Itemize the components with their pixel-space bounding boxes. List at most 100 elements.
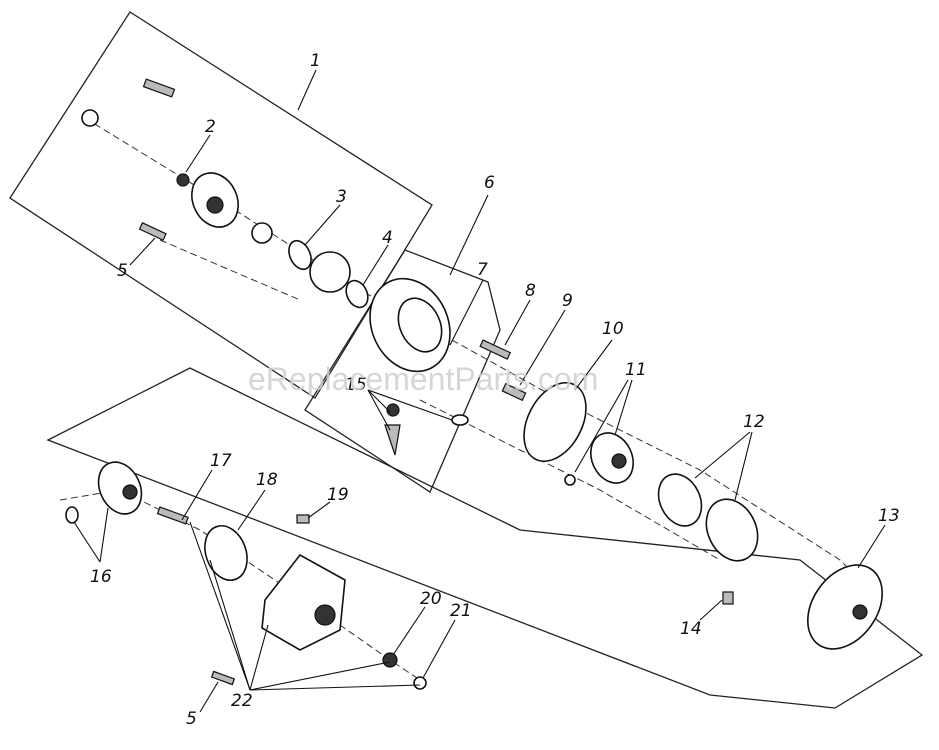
leader-11a bbox=[614, 379, 633, 436]
leader-15a bbox=[367, 389, 391, 413]
callout-19: 19 bbox=[327, 485, 349, 505]
leader-16a bbox=[73, 521, 101, 563]
leader-5b bbox=[199, 681, 219, 713]
leader-13 bbox=[857, 524, 886, 569]
callout-16: 16 bbox=[90, 567, 112, 587]
leader-2 bbox=[185, 134, 211, 173]
leader-15b bbox=[367, 389, 391, 431]
callout-21: 21 bbox=[450, 601, 472, 621]
ring-small-11 bbox=[564, 474, 576, 486]
leader-19 bbox=[307, 501, 331, 519]
group-outline-bottom bbox=[46, 367, 924, 709]
leader-22a bbox=[189, 521, 251, 691]
oring-part-3 bbox=[288, 239, 312, 271]
ring-part-21 bbox=[413, 676, 427, 690]
end-cover-part-13 bbox=[807, 564, 883, 650]
leader-12b bbox=[734, 431, 753, 501]
callout-11: 11 bbox=[625, 360, 647, 380]
bearing-cover-part bbox=[261, 553, 346, 651]
bolt-part-top bbox=[142, 78, 176, 98]
leader-7 bbox=[449, 279, 484, 346]
group-outline-6 bbox=[304, 249, 501, 493]
hub-bore-11 bbox=[611, 453, 627, 469]
leader-22c bbox=[249, 624, 269, 691]
screw-part-14 bbox=[722, 591, 734, 605]
axis-line-mid bbox=[159, 239, 301, 301]
leader-22b bbox=[209, 559, 251, 691]
callout-15: 15 bbox=[345, 375, 367, 395]
shaft-part-17 bbox=[156, 506, 189, 525]
oring-part-4 bbox=[345, 279, 369, 309]
callout-10: 10 bbox=[602, 319, 624, 339]
callout-5b: 5 bbox=[186, 709, 197, 729]
clip-part-15 bbox=[451, 414, 469, 426]
gear-housing-bore bbox=[397, 297, 443, 353]
seal-part-20 bbox=[382, 652, 398, 668]
leader-1 bbox=[297, 69, 317, 111]
leader-16b bbox=[99, 507, 109, 563]
leader-17 bbox=[181, 469, 213, 521]
bearing-part-12b bbox=[705, 498, 759, 562]
group-outline-1 bbox=[9, 11, 433, 399]
callout-1: 1 bbox=[310, 51, 321, 71]
plate-part bbox=[309, 251, 351, 293]
leader-20 bbox=[392, 606, 426, 656]
bolt-part-5 bbox=[138, 221, 167, 241]
axis-line-bottom bbox=[59, 489, 421, 681]
axis-line-lower bbox=[419, 399, 721, 561]
oring-part-16 bbox=[65, 506, 79, 524]
callout-5a: 5 bbox=[117, 261, 128, 281]
watermark-text: eReplacementParts.com bbox=[248, 361, 598, 397]
bearing-part-12a bbox=[657, 473, 703, 527]
callout-20: 20 bbox=[420, 589, 442, 609]
bearing-cover-hub bbox=[314, 604, 336, 626]
seal-part-18 bbox=[204, 525, 248, 581]
callout-3: 3 bbox=[336, 187, 347, 207]
callout-17: 17 bbox=[210, 451, 232, 471]
leader-22d bbox=[249, 661, 391, 691]
callout-4: 4 bbox=[382, 228, 393, 248]
leader-5a bbox=[129, 237, 156, 266]
callout-14: 14 bbox=[680, 619, 702, 639]
pin-part-9 bbox=[501, 382, 527, 402]
coupler-part-16 bbox=[97, 461, 143, 515]
leader-14 bbox=[699, 599, 723, 621]
callout-18: 18 bbox=[256, 470, 278, 490]
leader-6 bbox=[449, 194, 489, 276]
leader-3 bbox=[304, 204, 341, 246]
axis-line-top bbox=[84, 117, 881, 601]
leader-18 bbox=[237, 489, 266, 531]
callout-9: 9 bbox=[562, 291, 573, 311]
bolt-part-5-lower bbox=[210, 670, 236, 686]
leader-15c bbox=[367, 389, 453, 421]
flange-hole bbox=[206, 196, 224, 214]
pin-part-8 bbox=[479, 339, 512, 360]
leader-9 bbox=[519, 309, 566, 386]
leader-11b bbox=[574, 379, 629, 473]
callout-12: 12 bbox=[743, 412, 765, 432]
callout-22: 22 bbox=[231, 691, 253, 711]
bolt-part-19 bbox=[296, 514, 310, 524]
leader-22e bbox=[249, 684, 421, 691]
leader-21 bbox=[422, 619, 456, 679]
leader-4 bbox=[362, 244, 389, 286]
callout-6: 6 bbox=[484, 173, 495, 193]
nut-part-15 bbox=[386, 403, 400, 417]
oring-part-10 bbox=[523, 382, 587, 462]
small-gear-part bbox=[251, 222, 273, 244]
callout-13: 13 bbox=[878, 506, 900, 526]
key-part-15 bbox=[384, 424, 401, 456]
hub-part-11 bbox=[590, 432, 634, 484]
callout-7: 7 bbox=[477, 260, 488, 280]
nut-part-2 bbox=[176, 173, 190, 187]
washer-part bbox=[81, 109, 99, 127]
coupler-bore-16 bbox=[122, 484, 138, 500]
leader-10 bbox=[574, 339, 613, 391]
callout-8: 8 bbox=[525, 281, 536, 301]
leader-8 bbox=[504, 299, 531, 346]
end-cover-hub-13 bbox=[852, 604, 868, 620]
callout-2: 2 bbox=[205, 117, 216, 137]
leader-12a bbox=[694, 431, 751, 479]
